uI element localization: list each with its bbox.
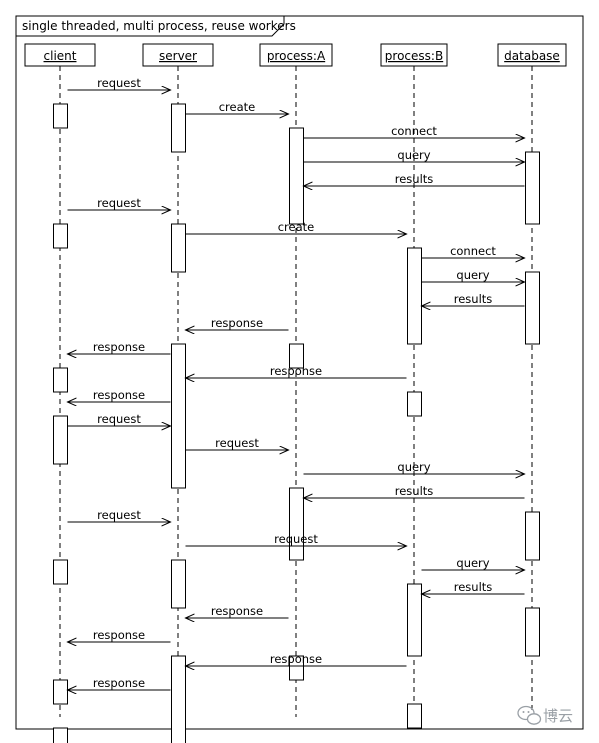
activation-bar-server: [171, 223, 186, 273]
activation-bar-server: [171, 655, 186, 743]
activation-bar-client: [53, 415, 68, 465]
message-label-request: request: [215, 436, 259, 450]
message-label-connect: connect: [450, 244, 496, 258]
message-label-query: query: [397, 460, 430, 474]
diagram-frame: [15, 15, 584, 730]
message-label-create: create: [219, 100, 256, 114]
participant-label-server: server: [159, 49, 197, 63]
messages: request create connect query results request c…: [68, 76, 525, 690]
watermark: 博云: [517, 705, 573, 725]
message-label-results: results: [395, 484, 434, 498]
activation-bar-database: [525, 511, 540, 561]
activation-bar-client: [53, 727, 68, 743]
participant-label-process-a: process:A: [267, 49, 326, 63]
activation-bar-server: [171, 103, 186, 153]
frame-title: single threaded, multi process, reuse wo…: [22, 19, 296, 33]
activation-bar-process-a: [289, 343, 304, 369]
activation-bar-client: [53, 103, 68, 129]
message-label-response: response: [93, 676, 145, 690]
activation-bar-server: [171, 343, 186, 489]
activation-bar-database: [525, 607, 540, 657]
message-label-results: results: [454, 580, 493, 594]
message-label-request: request: [274, 532, 318, 546]
participant-label-client: client: [44, 49, 77, 63]
message-label-request: request: [97, 196, 141, 210]
activation-bar-process-a: [289, 127, 304, 225]
message-label-connect: connect: [391, 124, 437, 138]
message-label-response: response: [211, 316, 263, 330]
activation-bar-process-b: [407, 703, 422, 729]
activation-bar-process-a: [289, 655, 304, 681]
message-label-request: request: [97, 76, 141, 90]
message-label-response: response: [93, 628, 145, 642]
activation-bar-database: [525, 271, 540, 345]
activation-bar-client: [53, 679, 68, 705]
message-label-query: query: [456, 268, 489, 282]
message-label-results: results: [395, 172, 434, 186]
message-label-response: response: [270, 652, 322, 666]
participant-box-process-a: [259, 43, 333, 67]
activation-bar-server: [171, 559, 186, 609]
message-label-response: response: [270, 364, 322, 378]
activation-bar-process-a: [289, 487, 304, 561]
message-label-query: query: [456, 556, 489, 570]
message-label-response: response: [93, 340, 145, 354]
frame-title-tab: [16, 16, 285, 37]
participant-heads: client server process:A process:B database: [24, 43, 567, 67]
message-label-response: response: [93, 388, 145, 402]
participant-box-database: [497, 43, 567, 67]
participant-box-process-b: [380, 43, 448, 67]
activation-bar-client: [53, 223, 68, 249]
activation-bar-client: [53, 559, 68, 585]
wechat-icon: [517, 705, 542, 725]
activation-bar-client: [53, 367, 68, 393]
participant-label-process-b: process:B: [385, 49, 443, 63]
message-label-results: results: [454, 292, 493, 306]
activation-bars: [53, 103, 540, 743]
activation-bar-process-b: [407, 583, 422, 657]
activation-bar-database: [525, 151, 540, 225]
activation-bar-process-b: [407, 391, 422, 417]
watermark-text: 博云: [543, 707, 573, 725]
message-label-request: request: [97, 508, 141, 522]
message-label-request: request: [97, 412, 141, 426]
activation-bar-process-b: [407, 247, 422, 345]
participant-label-database: database: [504, 49, 560, 63]
message-label-response: response: [211, 604, 263, 618]
message-label-create: create: [278, 220, 315, 234]
message-label-query: query: [397, 148, 430, 162]
participant-box-server: [142, 43, 214, 67]
participant-box-client: [24, 43, 96, 67]
